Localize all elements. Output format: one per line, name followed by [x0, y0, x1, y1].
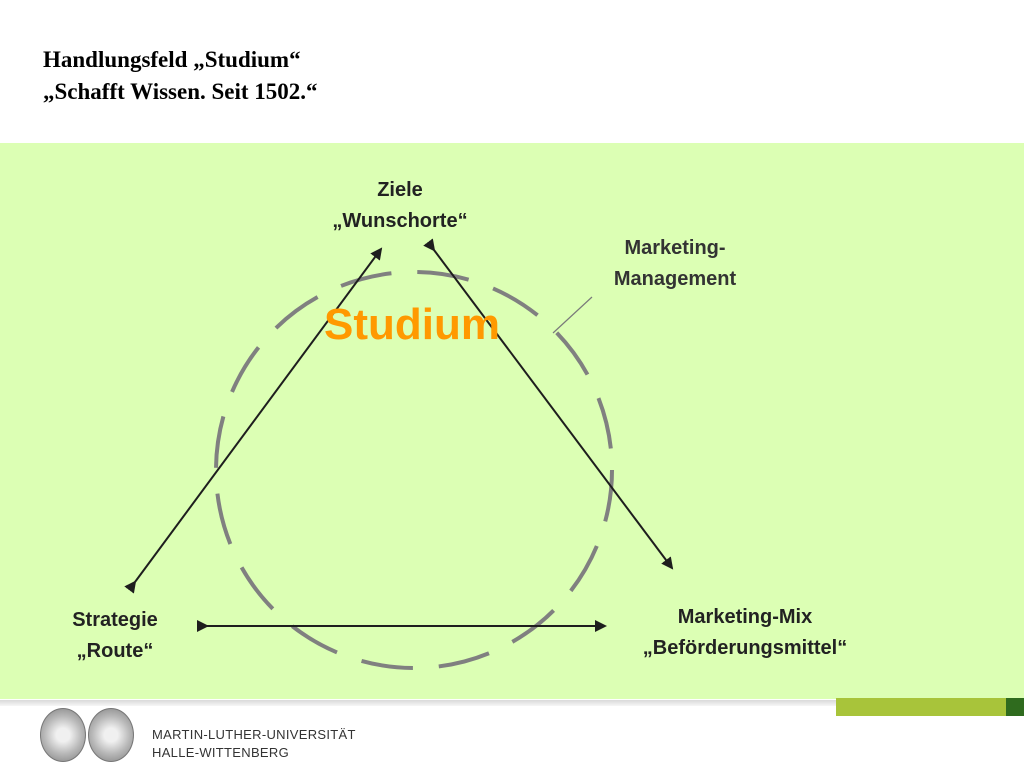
center-title: Studium — [324, 300, 500, 349]
title-line-1: Handlungsfeld „Studium“ — [43, 47, 301, 72]
footer-divider — [0, 700, 836, 706]
footer-accent-square — [1006, 698, 1024, 716]
arrow-goals-mix — [423, 238, 674, 570]
university-seal-right — [88, 708, 134, 762]
marketing-management-pointer — [552, 296, 593, 334]
title-line-2: „Schafft Wissen. Seit 1502.“ — [43, 79, 318, 104]
footer-accent-bar — [836, 698, 1006, 716]
goals-label: Ziele „Wunschorte“ — [332, 179, 468, 232]
slide-title: Handlungsfeld „Studium“ „Schafft Wissen.… — [43, 44, 318, 108]
university-name: MARTIN-LUTHER-UNIVERSITÄT HALLE-WITTENBE… — [152, 727, 356, 760]
arrow-strategy-goals — [124, 247, 383, 594]
marketing-management-label: Marketing- Management — [613, 237, 737, 290]
university-seal-left — [40, 708, 86, 762]
marketing-mix-label: Marketing-Mix „Beförderungsmittel“ — [642, 606, 848, 659]
strategy-label: Strategie „Route“ — [72, 609, 158, 662]
